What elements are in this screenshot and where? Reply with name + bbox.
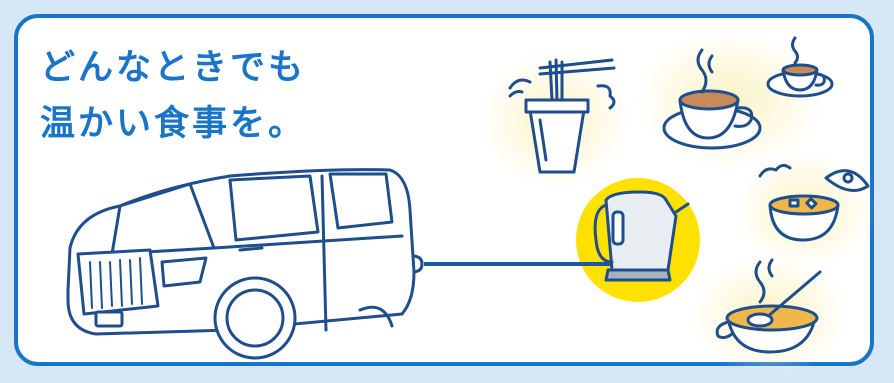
soup-plate-icon bbox=[715, 258, 822, 354]
soup-bowl-icon bbox=[758, 163, 870, 242]
coffee-cup-icon bbox=[662, 48, 762, 150]
headline: どんなときでも 温かい食事を。 bbox=[40, 40, 306, 152]
electric-kettle-icon bbox=[593, 190, 690, 282]
minivan-icon bbox=[66, 168, 416, 360]
headline-line-1: どんなときでも bbox=[40, 48, 307, 88]
cup-noodle-icon bbox=[508, 58, 616, 174]
small-cup-icon bbox=[766, 36, 834, 98]
headline-line-2: 温かい食事を。 bbox=[40, 104, 307, 144]
